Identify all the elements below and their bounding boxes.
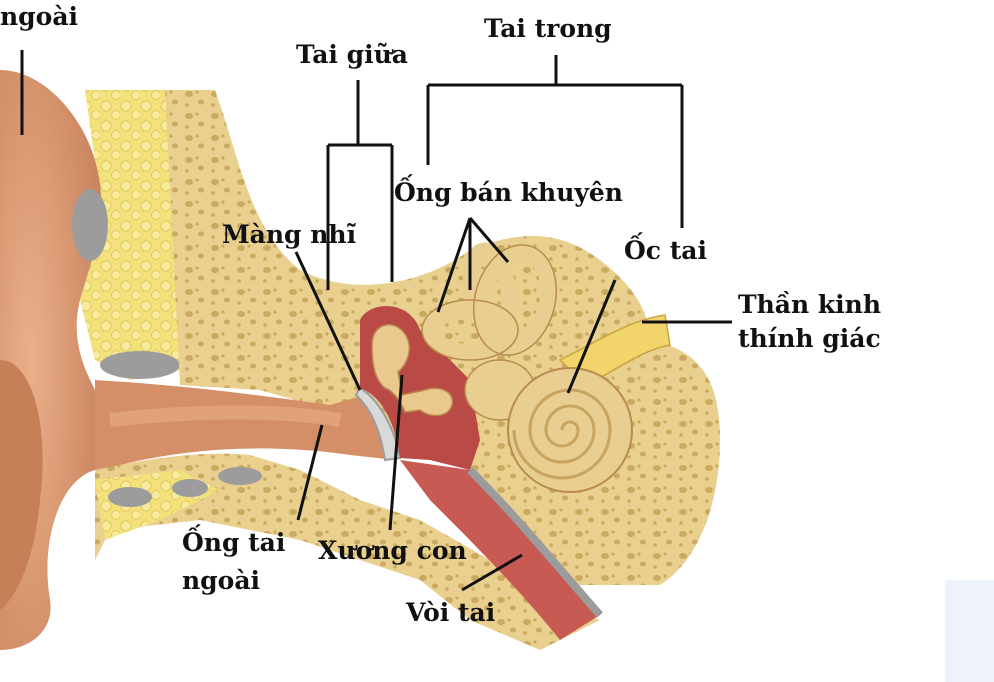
eustachian-tube-lining [467, 467, 603, 618]
label-ear-canal-line1: Ống tai [182, 528, 286, 557]
label-semicircular-canals: Ống bán khuyên [394, 178, 623, 207]
gray-tissue-4 [172, 479, 208, 497]
label-ear-canal-line2: ngoài [182, 566, 261, 595]
label-inner-ear: Tai trong [484, 14, 612, 43]
label-connectors [20, 50, 732, 592]
eardrum-pointer [294, 251, 362, 391]
cochlea-spiral [507, 367, 633, 493]
label-auditory-nerve-line2: thính giác [738, 324, 881, 353]
semicircular-canals-outline [421, 244, 558, 361]
ossicles-pointer [388, 374, 404, 531]
gray-tissue-2 [100, 351, 180, 379]
label-auditory-nerve-line1: Thần kinh [738, 290, 882, 319]
eustachian-pointer [461, 553, 523, 592]
eustachian-tube [400, 460, 600, 640]
label-eustachian-tube: Vòi tai [406, 598, 496, 627]
gray-tissue-3 [108, 487, 152, 507]
cartilage-tissue [80, 90, 180, 380]
semicircular-pointer-1 [436, 217, 472, 313]
semicircular-canals [422, 242, 557, 360]
label-cochlea: Ốc tai [624, 236, 707, 265]
label-ossicles: Xương con [318, 536, 467, 565]
semicircular-pointer-3 [468, 217, 510, 263]
lower-bone [95, 453, 600, 650]
gray-tissue-5 [218, 467, 262, 485]
ear-canal [95, 380, 395, 470]
label-outer-ear: ngoài [0, 2, 79, 31]
eardrum-membrane [354, 386, 402, 462]
ear-canal-pointer [296, 424, 324, 521]
label-eardrum: Màng nhĩ [222, 220, 357, 249]
right-edge-panel [945, 580, 994, 682]
label-middle-ear: Tai giữa [296, 40, 408, 69]
ear-canal-highlight [109, 405, 342, 427]
auditory-nerve [558, 314, 671, 386]
cochlea-pointer [566, 279, 617, 394]
outer-ear-fold [0, 360, 43, 610]
gray-tissue-1 [72, 189, 108, 261]
ossicles-bones [371, 324, 454, 417]
